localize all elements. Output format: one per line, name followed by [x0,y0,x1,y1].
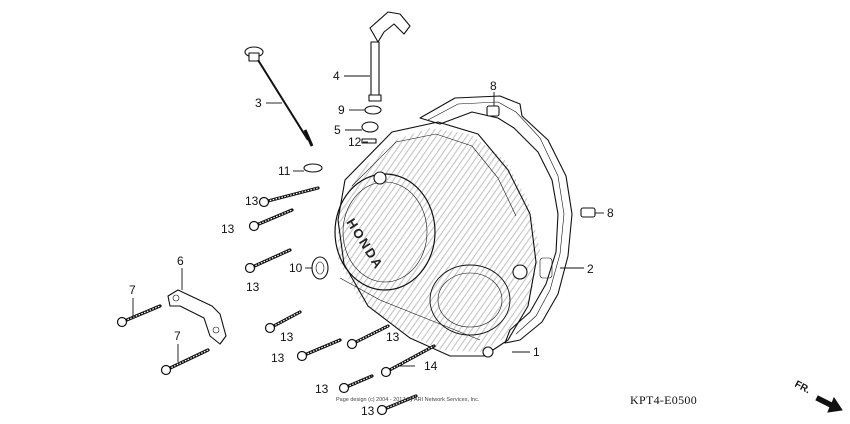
callout-4: 4 [333,69,340,83]
small-seals-parts [361,105,382,144]
direction-label: FR. [793,379,813,396]
bolts-parts [116,186,436,416]
breather-tube-part [368,11,411,102]
bolt [380,344,436,378]
callout-13-d: 13 [280,330,294,344]
bolt [264,310,302,334]
bolt [160,348,210,376]
callout-7-lower: 7 [174,329,181,343]
callout-14: 14 [424,359,438,373]
callout-labels: 1 2 3 4 5 6 7 7 8 8 9 10 11 12 13 13 13 … [129,69,614,418]
callout-8-top: 8 [490,79,497,93]
callout-5: 5 [334,123,341,137]
callout-13-c: 13 [246,280,260,294]
callout-6: 6 [177,254,184,268]
leader-lines [132,75,604,367]
oil-dipstick-part [244,46,314,147]
bolt [248,208,294,232]
crankcase-cover-part: HONDA [334,121,540,358]
o-ring-part [303,163,323,173]
gasket-part [419,95,573,344]
bolt [244,248,292,274]
callout-7-upper: 7 [129,283,136,297]
callout-13-e: 13 [271,351,285,365]
callout-13-f: 13 [386,330,400,344]
callout-9: 9 [338,103,345,117]
callout-1: 1 [533,345,540,359]
diagram-code: KPT4-E0500 [630,393,697,407]
bolt [116,304,162,328]
callout-2: 2 [587,262,594,276]
callout-3: 3 [255,96,262,110]
callout-8-right: 8 [607,206,614,220]
copyright-notice: Page design (c) 2004 - 2017 by ARI Netwo… [336,397,480,403]
bolt [258,186,320,208]
callout-10: 10 [289,261,303,275]
callout-13-b: 13 [221,222,235,236]
bolt [296,338,342,362]
front-direction-arrow-icon: FR. [793,379,843,413]
bolt [376,394,418,416]
callout-13-a: 13 [245,194,259,208]
oil-seal-part [311,256,329,280]
stay-part [167,289,227,345]
callout-13-g: 13 [315,382,329,396]
bolt [346,324,390,350]
callout-11: 11 [278,164,291,178]
dowel-pins-parts [486,105,596,218]
callout-12: 12 [348,135,362,149]
callout-13-h: 13 [361,404,375,418]
bolt [338,374,374,394]
